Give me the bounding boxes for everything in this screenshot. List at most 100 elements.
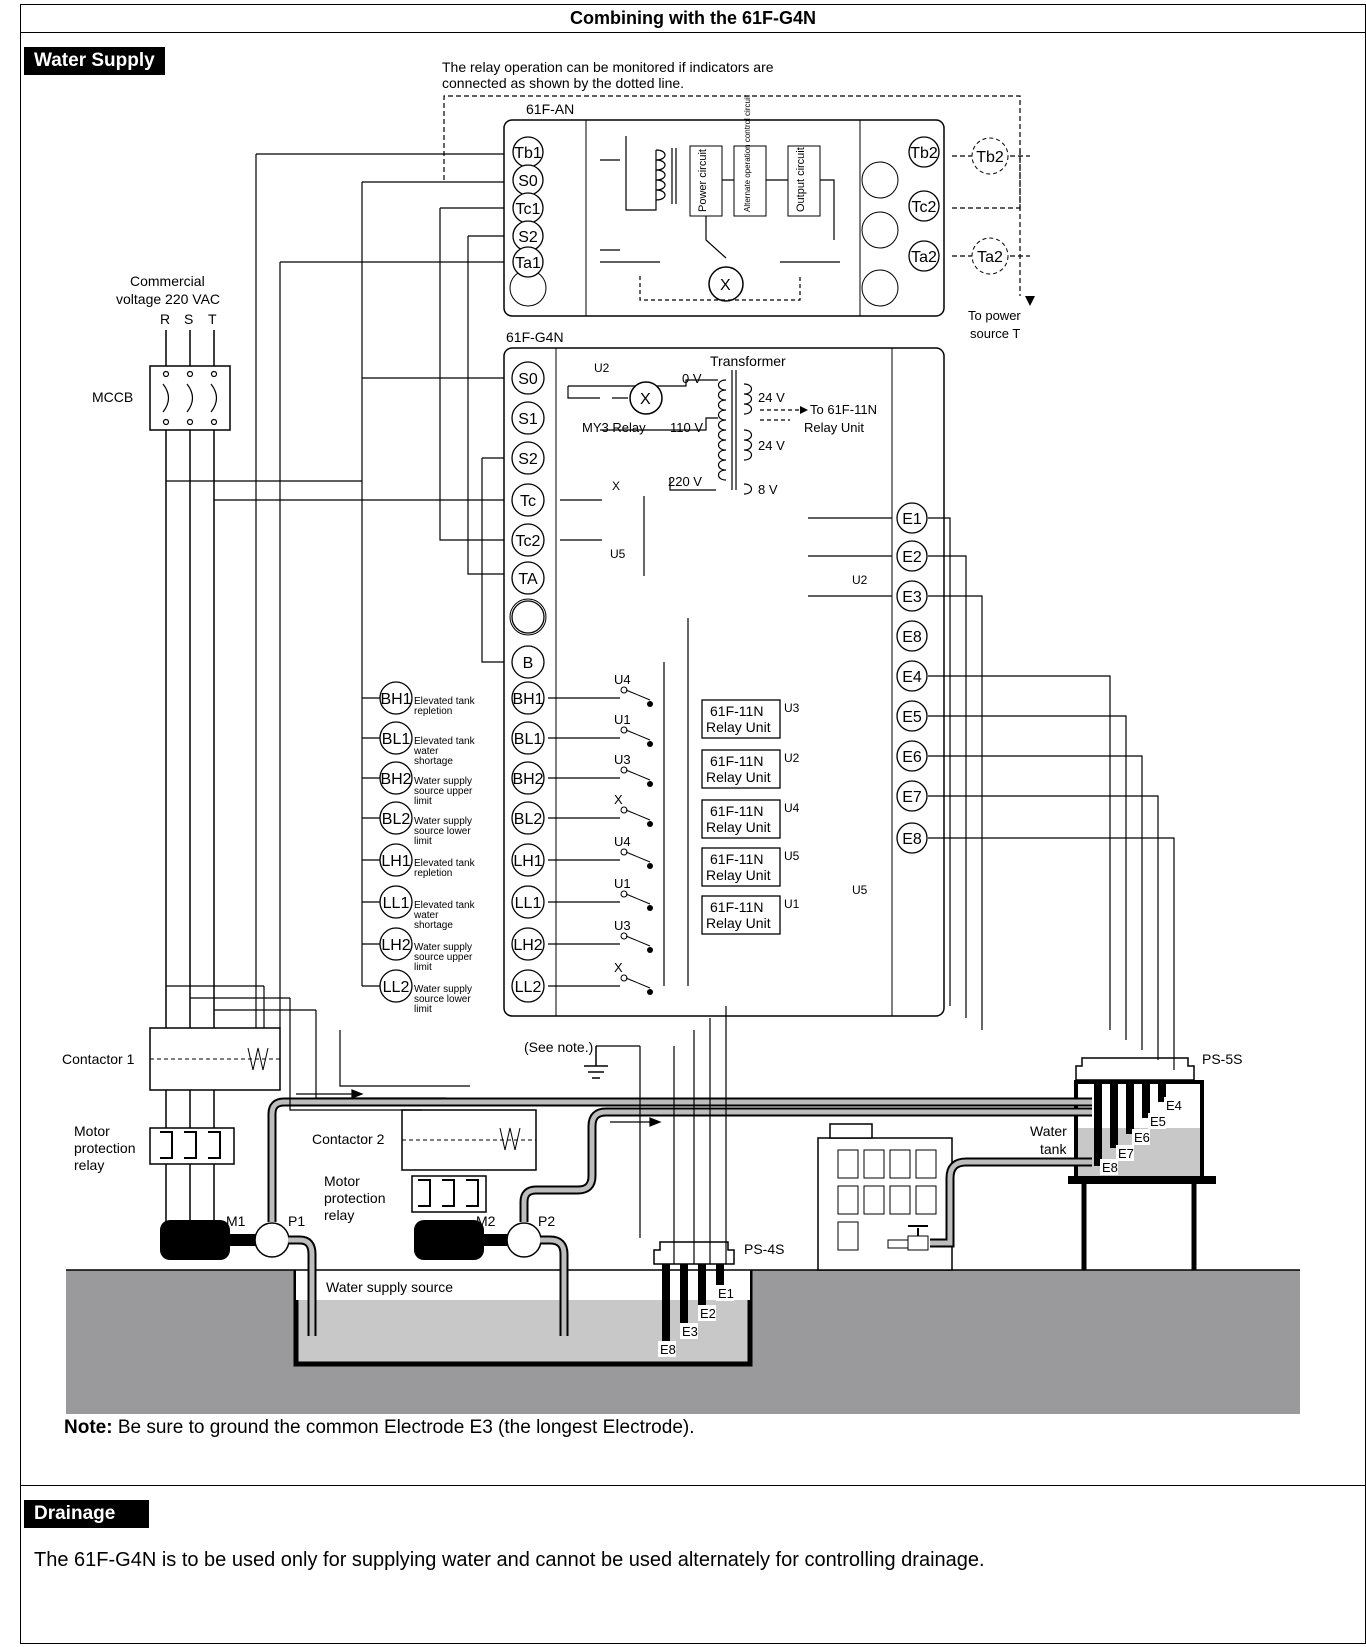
g4n-terminal-e3-2-label: E3 [902,589,922,606]
indicator-ll1: LL1 [379,885,413,919]
motor-m1 [160,1220,230,1260]
g4n-terminal-ta-label: TA [518,571,538,588]
water-supply-label: Water Supply [24,47,165,75]
g4n-terminal-s2: S2 [511,441,545,475]
indicator-bl1-label: BL1 [382,731,411,748]
g4n-unit-name: 61F-G4N [506,329,564,345]
phase-s: S [184,311,193,327]
mpr2-line2: protection [324,1190,385,1206]
g4n-terminal-lh1-label: LH1 [513,853,542,870]
right-switch-u2: U2 [852,573,868,587]
g4n-terminal-e6-6: E6 [896,740,928,772]
tap-220v: 220 V [668,474,702,489]
g4n-terminal-e5-5-label: E5 [902,709,922,726]
g4n-terminal-e8-8-label: E8 [902,831,922,848]
indicator-bh1-label: BH1 [380,691,411,708]
motor-m2 [414,1220,484,1260]
g4n-terminal-s1-label: S1 [518,411,538,428]
g4n-terminal-bl1-label: BL1 [514,731,543,748]
an-terminal-tb2: Tb2 [908,136,940,168]
relay-unit-3-tag: U5 [784,849,800,863]
note-bold: Note: [64,1417,113,1438]
indicator-bh2-label: BH2 [380,771,411,788]
an-terminal-tb1: Tb1 [512,136,544,168]
g4n-terminal-e1-0-label: E1 [902,511,922,528]
see-note-label: (See note.) [524,1039,593,1055]
indicator-note-line2: connected as shown by the dotted line. [442,75,684,91]
relay-unit-2-line2: Relay Unit [706,819,771,835]
section-divider [20,1485,1366,1486]
g4n-terminal-lh1: LH1 [511,843,545,877]
ps4s-electrode-e8: E8 [660,1342,676,1357]
indicator-bl2-desc-0: Water supply [414,816,472,827]
indicator-lh1: LH1 [379,843,413,877]
indicator-lh2-label: LH2 [381,937,410,954]
ground-note: Note: Be sure to ground the common Elect… [64,1417,695,1439]
ps-5s-holder [1075,1057,1195,1081]
g4n-terminal-e8-3-label: E8 [902,629,922,646]
relay-unit-0-tag: U3 [784,701,800,715]
indicator-lh2-desc-1: source upper [414,952,473,963]
g4n-terminal-e2-1: E2 [896,540,928,572]
g4n-relay-x: X [640,391,651,408]
motor-m2-label: M2 [476,1213,496,1229]
motor-m1-label: M1 [226,1213,246,1229]
ps5s-electrode-e8: E8 [1102,1160,1118,1175]
an-block-2: Output circuit [795,147,807,212]
indicator-ll1-desc-1: water [413,910,439,921]
an-terminal-tc2: Tc2 [908,190,940,222]
indicator-bl2-desc-2: limit [414,836,432,847]
water-tank-line1: Water [1030,1123,1067,1139]
indicator-bh1: BH1 [379,681,413,715]
relay-unit-4-tag: U1 [784,897,800,911]
g4n-terminal-bh1: BH1 [511,681,545,715]
g4n-terminal-e1-0: E1 [896,502,928,534]
indicator-note-line1: The relay operation can be monitored if … [442,59,774,75]
indicator-ll2: LL2 [379,969,413,1003]
an-terminal-ta2: Ta2 [908,240,940,272]
g4n-terminal-s2-label: S2 [518,451,538,468]
g4n-terminal-e4-4: E4 [896,660,928,692]
g4n-terminal-ll2-label: LL2 [515,979,542,996]
page-title: Combining with the 61F-G4N [20,4,1366,33]
g4n-terminal-e3-2: E3 [896,580,928,612]
an-terminal-tb2-label: Tb2 [910,145,938,162]
g4n-terminal-lh2: LH2 [511,927,545,961]
supply-line1: Commercial [130,273,205,289]
contactor-2-label: Contactor 2 [312,1131,385,1147]
indicator-ll1-desc-2: shortage [414,920,453,931]
ps4s-electrode-e3: E3 [682,1324,698,1339]
an-terminal-ta2-label: Ta2 [911,249,937,266]
switch-label-2: U3 [614,752,631,767]
to-relay-unit-1: To 61F-11N [810,402,877,417]
switch-label-7: X [614,960,623,975]
phase-t: T [208,311,217,327]
drainage-text: The 61F-G4N is to be used only for suppl… [34,1549,985,1571]
g4n-terminal-bl2-label: BL2 [514,811,543,828]
pump-p2-label: P2 [538,1213,555,1229]
building [817,1123,953,1271]
contactor-1-label: Contactor 1 [62,1051,135,1067]
mccb [149,365,231,431]
g4n-terminal-b-label: B [523,655,534,672]
ext-indicator-tb2: Tb2 [976,149,1004,166]
top-switch-x: X [612,479,620,493]
relay-unit-1-tag: U2 [784,751,800,765]
an-terminal-ta1: Ta1 [512,246,544,278]
note-text: Be sure to ground the common Electrode E… [112,1417,695,1438]
relay-unit-0-line1: 61F-11N [710,703,763,719]
relay-unit-4-line1: 61F-11N [710,899,763,915]
indicator-bl2: BL2 [379,801,413,835]
g4n-terminal-e7-7-label: E7 [902,789,922,806]
indicator-ll2-desc-0: Water supply [414,984,472,995]
g4n-terminal-ll1-label: LL1 [515,895,542,912]
indicator-bh2-desc-2: limit [414,796,432,807]
an-unit-name: 61F-AN [526,101,574,117]
